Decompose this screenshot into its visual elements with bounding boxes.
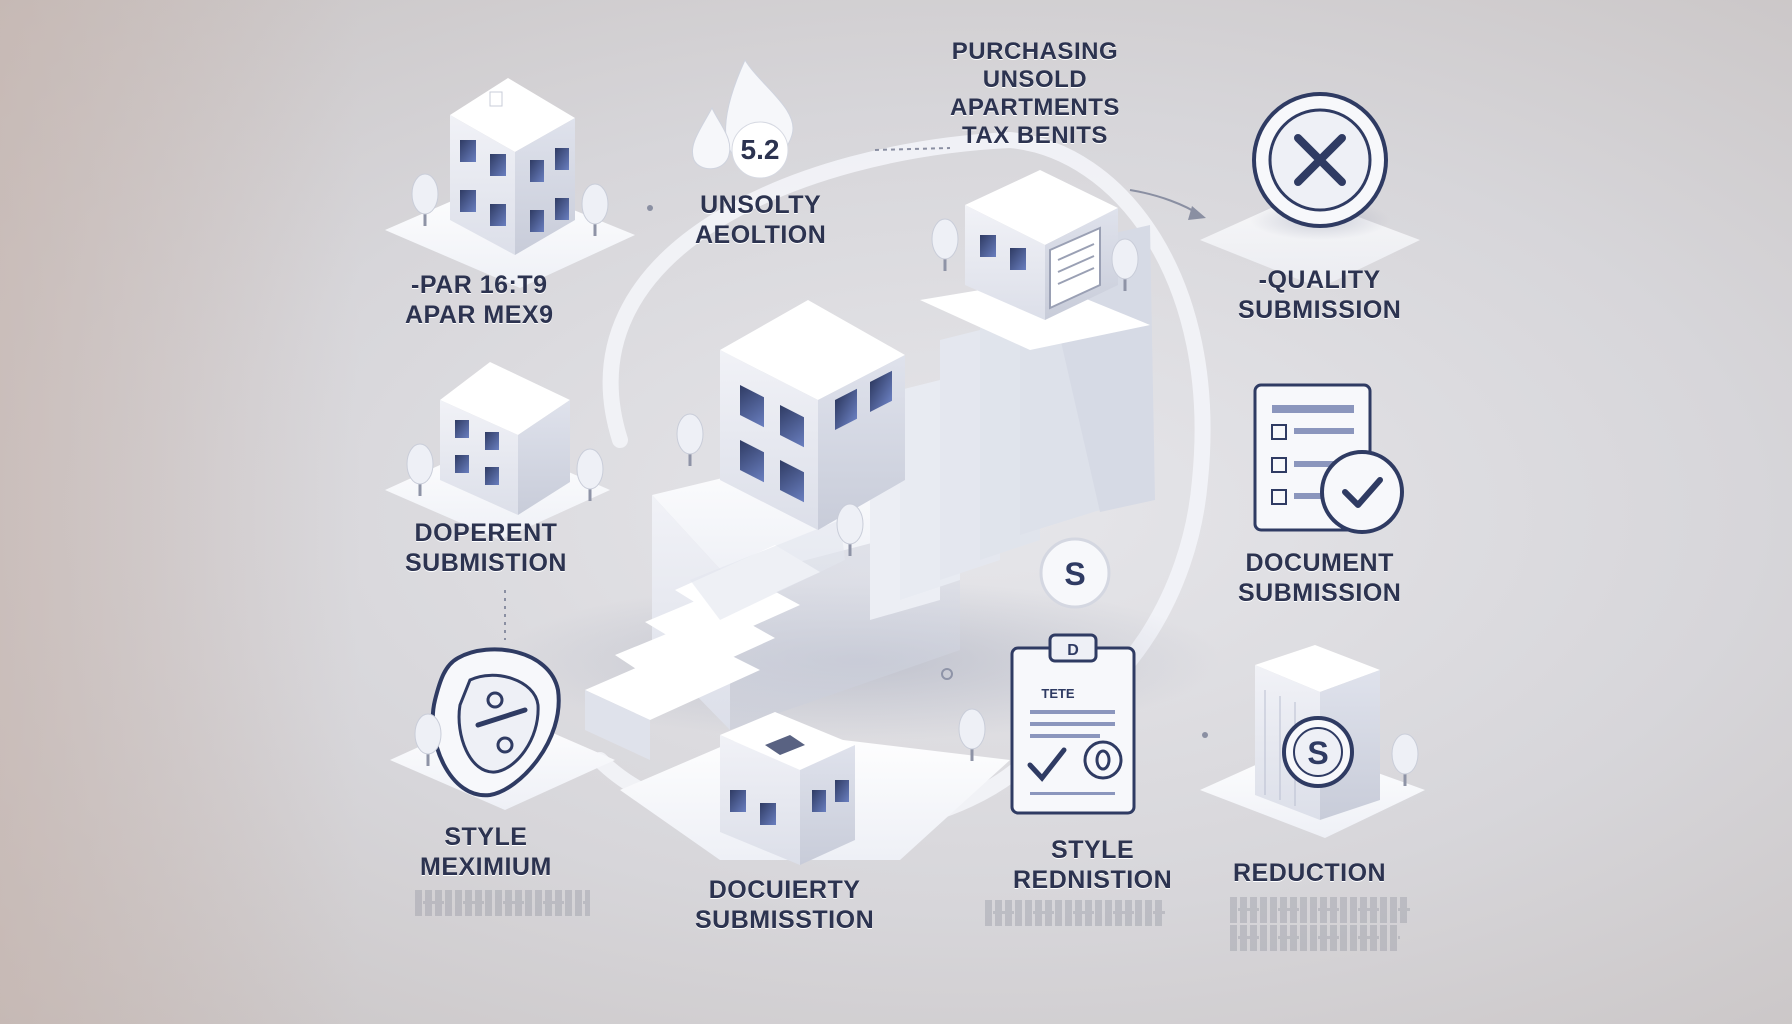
box-house-icon (720, 712, 855, 865)
house-icon-top-left (411, 78, 609, 255)
document-check-icon (1253, 383, 1404, 534)
label-apartments-left: -PAR 16:T9 APAR MEX9 (405, 271, 554, 329)
flow-arc (602, 131, 1211, 728)
central-house-icon (676, 300, 905, 557)
number-badge: 5.2 (741, 134, 780, 165)
label-docuierty: DOCUIERTY SUBMISSTION (695, 876, 875, 934)
title-top: PURCHASING UNSOLD APARTMENTS TAX BENITS (950, 38, 1120, 149)
svg-text:S: S (1064, 556, 1085, 592)
svg-text:TETE: TETE (1041, 686, 1075, 701)
label-style-red: STYLE REDNISTION (1013, 836, 1173, 894)
building-coin-icon: S (1255, 645, 1419, 820)
label-quality: -QUALITY SUBMISSION (1238, 266, 1402, 324)
svg-text:D: D (1067, 642, 1079, 659)
house-icon-middle-left (406, 362, 604, 515)
label-document: DOCUMENT SUBMISSION (1238, 549, 1402, 607)
top-house-icon (931, 170, 1139, 320)
label-unsolty: UNSOLTY AEOLTION (695, 191, 827, 249)
fine-print-2 (985, 900, 1165, 926)
label-style-max: STYLE MEXIMIUM (420, 823, 552, 881)
label-doperent: DOPERENT SUBMISTION (405, 519, 567, 577)
dollar-coin-icon: S (1039, 537, 1111, 609)
clipboard-check-icon: D TETE (958, 633, 1136, 815)
drop-badge-icon: 5.2 (692, 58, 794, 179)
fine-print-1 (415, 890, 590, 916)
fine-print-4 (1230, 925, 1400, 951)
label-reduction: REDUCTION (1233, 859, 1387, 887)
fine-print-3 (1230, 897, 1410, 923)
x-circle-icon (1250, 92, 1390, 240)
percent-shield-icon (414, 647, 561, 798)
svg-text:S: S (1307, 735, 1328, 771)
